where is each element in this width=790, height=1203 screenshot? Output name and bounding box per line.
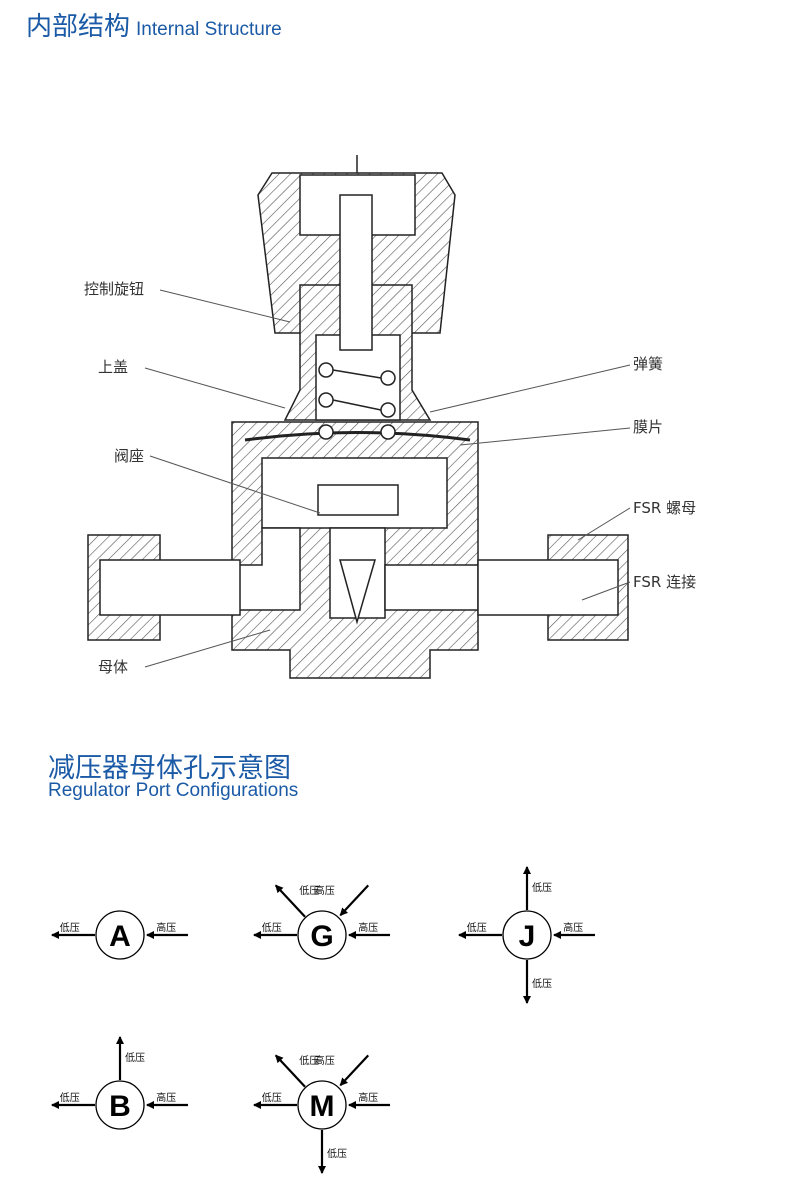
stem <box>339 194 373 351</box>
port-circle <box>297 1080 347 1130</box>
pressure-label: 低压 <box>532 881 552 894</box>
pressure-label: 高压 <box>358 921 378 934</box>
label-valve-seat: 阀座 <box>114 447 144 465</box>
label-fsr-connection: FSR 连接 <box>633 573 696 591</box>
flow-arrow-upper-left <box>274 1054 306 1088</box>
port-letter: G <box>310 920 333 953</box>
pressure-label: 低压 <box>532 977 552 990</box>
pressure-label: 高压 <box>156 1091 176 1104</box>
pressure-label: 低压 <box>299 1054 319 1067</box>
pressure-label: 低压 <box>327 1147 347 1160</box>
section-title-ports-en: Regulator Port Configurations <box>48 780 299 801</box>
pressure-label: 高压 <box>358 1091 378 1104</box>
port-diagram-j: J低压高压低压低压 <box>458 866 595 1004</box>
label-bonnet: 上盖 <box>98 358 128 376</box>
pressure-label: 高压 <box>315 1054 335 1067</box>
valve-seat <box>317 484 399 516</box>
pressure-label: 低压 <box>125 1051 145 1064</box>
title-zh: 内部结构 <box>26 12 131 42</box>
pressure-label: 低压 <box>262 1091 282 1104</box>
port-circle <box>95 1080 145 1130</box>
port-circle <box>297 910 347 960</box>
label-spring: 弹簧 <box>633 355 663 373</box>
port-diagram-g: G低压高压低压高压 <box>253 884 390 960</box>
pressure-label: 高压 <box>156 921 176 934</box>
regulator-cross-section: 控制旋钮 上盖 阀座 母体 弹簧 膜片 FSR 螺母 FSR 连接 <box>84 155 696 679</box>
title-en: Internal Structure <box>136 19 282 40</box>
pressure-label: 低压 <box>299 884 319 897</box>
flow-arrow-upper-right <box>339 884 370 917</box>
port-diagram-b: B低压高压低压 <box>51 1036 188 1130</box>
section-title-ports-zh: 减压器母体孔示意图 <box>48 753 291 784</box>
pressure-label: 低压 <box>60 921 80 934</box>
port-letter: J <box>519 920 536 953</box>
port-diagram-m: M低压高压低压高压低压 <box>253 1054 390 1174</box>
port-circle <box>502 910 552 960</box>
port-circle <box>95 910 145 960</box>
port-letter: M <box>310 1090 335 1123</box>
flow-arrow-upper-left <box>274 884 306 918</box>
label-diaphragm: 膜片 <box>633 418 663 436</box>
port-letter: B <box>109 1090 131 1123</box>
port-diagram-a: A 低压 高压 <box>51 910 188 960</box>
pressure-label: 低压 <box>262 921 282 934</box>
label-fsr-nut: FSR 螺母 <box>633 499 696 517</box>
diaphragm <box>244 431 471 442</box>
port-letter: A <box>109 920 131 953</box>
label-body: 母体 <box>98 658 128 676</box>
flow-arrow-upper-right <box>339 1054 370 1087</box>
pressure-label: 高压 <box>315 884 335 897</box>
pressure-label: 高压 <box>563 921 583 934</box>
label-control-knob: 控制旋钮 <box>84 280 144 298</box>
pressure-label: 低压 <box>60 1091 80 1104</box>
pressure-label: 低压 <box>467 921 487 934</box>
